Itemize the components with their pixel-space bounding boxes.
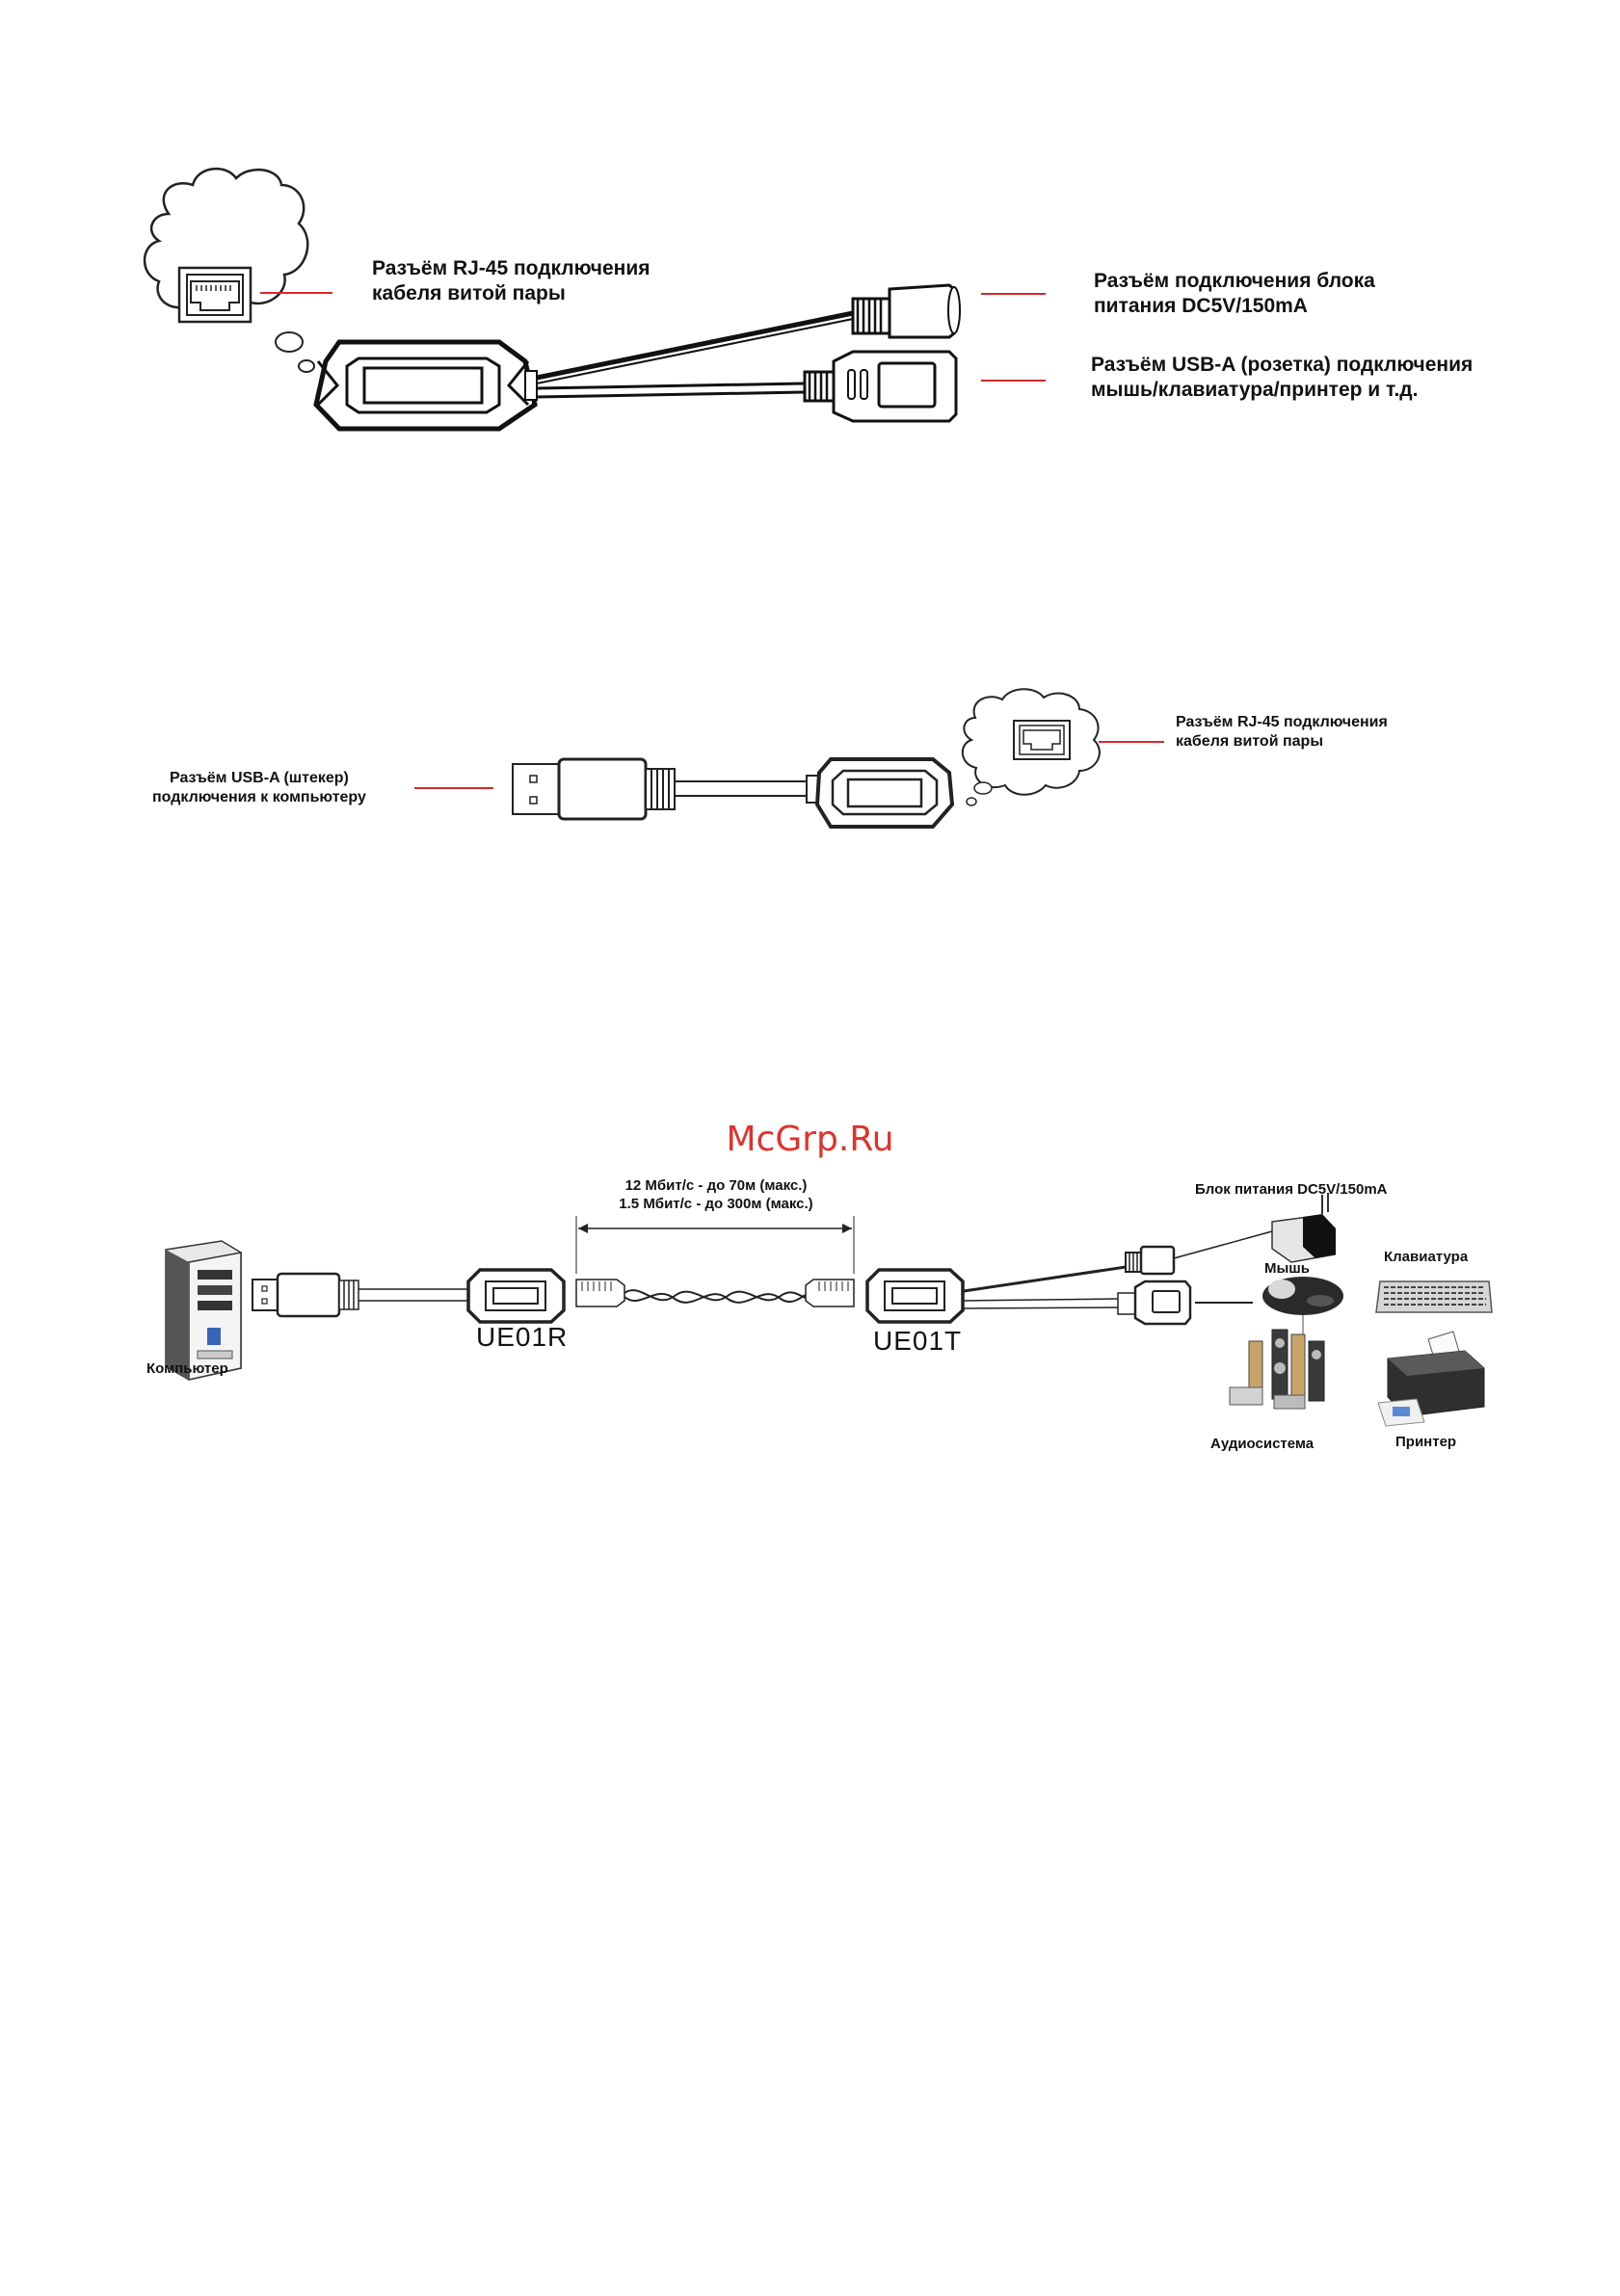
- usb-cable: [536, 382, 806, 390]
- rj45-cloud-1: [143, 167, 315, 373]
- speed-label-line-1: 12 Мбит/с - до 70м (макс.): [624, 1177, 808, 1194]
- rj45-jack-icon: [1013, 720, 1071, 760]
- rj45-label-2: Разъём RJ-45 подключения кабеля витой па…: [1176, 713, 1388, 752]
- distance-dimension: [575, 1216, 855, 1274]
- power-jack-label-line-1: Разъём подключения блока: [1094, 270, 1375, 292]
- rj45-label-line-1: Разъём RJ-45 подключения: [372, 257, 651, 279]
- audio-system-label: Аудиосистема: [1210, 1436, 1315, 1452]
- power-supply-label: Блок питания DC5V/150mA: [1195, 1181, 1388, 1198]
- computer-tower-icon: [165, 1240, 242, 1381]
- dc-power-jack: [1125, 1230, 1273, 1276]
- receiver-body: [806, 757, 955, 829]
- twisted-pair-cable: [575, 1279, 855, 1307]
- usb-plug-label-line-2: подключения к компьютеру: [152, 789, 366, 805]
- usb-female-label: Разъём USB-A (розетка) подключения мышь/…: [1091, 353, 1473, 404]
- usb-cable-edge: [536, 390, 806, 399]
- power-cable: [536, 310, 854, 381]
- computer-label: Компьютер: [146, 1360, 228, 1377]
- keyboard-label: Клавиатура: [1384, 1249, 1469, 1265]
- usb-a-plug-connector: [512, 757, 676, 821]
- ue01r-device: [466, 1268, 566, 1324]
- usb-a-female-connector: [803, 350, 958, 423]
- diagram-2-receiver: [414, 688, 1164, 829]
- power-adapter-icon: [1271, 1193, 1336, 1263]
- rj45-label-1: Разъём RJ-45 подключения кабеля витой па…: [372, 256, 651, 307]
- rj45-label-line-2: кабеля витой пары: [372, 282, 566, 305]
- rj45-jack-icon: [177, 266, 252, 324]
- keyboard-icon: [1375, 1280, 1493, 1313]
- usb-a-female-connector: [1117, 1280, 1192, 1326]
- speed-label-line-2: 1.5 Мбит/с - до 300м (макс.): [619, 1195, 813, 1212]
- usb-cable-edge: [963, 1306, 1119, 1309]
- power-jack-label: Разъём подключения блока питания DC5V/15…: [1094, 269, 1375, 320]
- usb-a-plug-connector: [252, 1272, 359, 1318]
- ue01r-label: UE01R: [476, 1322, 569, 1352]
- watermark: McGrp.Ru: [726, 1120, 894, 1159]
- printer-label: Принтер: [1395, 1434, 1457, 1450]
- usb-female-label-line-2: мышь/клавиатура/принтер и т.д.: [1091, 379, 1419, 402]
- dc-power-jack: [851, 283, 961, 339]
- ue01t-device: [865, 1268, 965, 1324]
- rj45-label-2-line-1: Разъём RJ-45 подключения: [1176, 714, 1388, 730]
- ue01t-label: UE01T: [873, 1326, 963, 1356]
- mouse-label: Мышь: [1264, 1260, 1311, 1277]
- rj45-cloud-2: [961, 688, 1101, 806]
- speed-label: 12 Мбит/с - до 70м (макс.) 1.5 Мбит/с - …: [580, 1177, 852, 1214]
- usb-plug-label-line-1: Разъём USB-A (штекер): [170, 770, 349, 786]
- diagram-3-connection: [165, 1193, 1493, 1427]
- transmitter-body: [313, 339, 538, 432]
- mouse-icon: [1262, 1277, 1343, 1341]
- rj45-label-2-line-2: кабеля витой пары: [1176, 733, 1323, 750]
- printer-icon: [1377, 1331, 1485, 1427]
- power-jack-label-line-2: питания DC5V/150mA: [1094, 295, 1308, 318]
- audio-system-icon: [1229, 1329, 1325, 1410]
- usb-cable: [963, 1298, 1119, 1302]
- usb-plug-label: Разъём USB-A (штекер) подключения к комп…: [152, 769, 366, 807]
- diagram-1-transmitter: [143, 167, 1046, 432]
- power-cable: [963, 1265, 1127, 1293]
- power-cable-edge: [536, 318, 854, 384]
- usb-female-label-line-1: Разъём USB-A (розетка) подключения: [1091, 354, 1474, 376]
